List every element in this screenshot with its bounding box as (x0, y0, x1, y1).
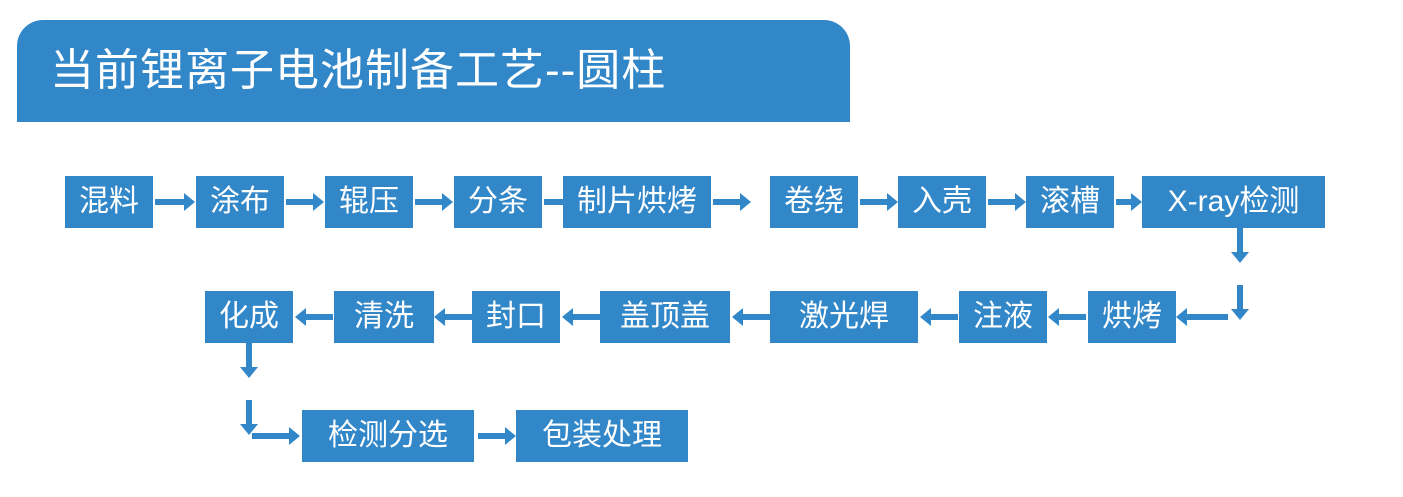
process-node-jiguanghan[interactable]: 激光焊 (770, 291, 918, 343)
process-node-xray-inspection[interactable]: X-ray检测 (1142, 176, 1325, 228)
connector-juanrao-ruke (860, 193, 898, 211)
process-node-zhuye[interactable]: 注液 (959, 291, 1047, 343)
process-node-tubu[interactable]: 涂布 (196, 176, 284, 228)
connector-huacheng-qingxi (295, 308, 333, 326)
process-node-zhipianhongkao[interactable]: 制片烘烤 (563, 176, 711, 228)
connector-jiguanghan-zhuye (920, 308, 958, 326)
connector-tubu-gunya (286, 193, 324, 211)
connector-gaidinggai-jiguanghan (732, 308, 770, 326)
connector-huacheng-jianceFenxuan-segment-1 (240, 343, 258, 378)
process-node-fengkou[interactable]: 封口 (472, 291, 560, 343)
page-title: 当前锂离子电池制备工艺--圆柱 (50, 46, 667, 95)
process-node-gunya[interactable]: 辊压 (325, 176, 413, 228)
connector-jianceFenxuan-baozhuang (478, 427, 516, 445)
connector-xray-hongkao-segment-1 (1231, 228, 1249, 263)
process-node-juanrao[interactable]: 卷绕 (770, 176, 858, 228)
connector-xray-hongkao-segment-2 (1231, 285, 1249, 320)
connector-huacheng-jianceFenxuan-elbow (252, 427, 300, 445)
process-node-fentiao[interactable]: 分条 (454, 176, 542, 228)
connector-ruke-guncao (988, 193, 1026, 211)
process-node-ruke[interactable]: 入壳 (898, 176, 986, 228)
connector-zhipianhongkao-juanrao (713, 193, 751, 211)
process-node-baozhuang-chuli[interactable]: 包装处理 (516, 410, 688, 462)
process-node-huacheng[interactable]: 化成 (205, 291, 293, 343)
process-node-hunliao[interactable]: 混料 (65, 176, 153, 228)
process-node-hongkao[interactable]: 烘烤 (1088, 291, 1176, 343)
connector-fengkou-gaidinggai (562, 308, 600, 326)
connector-hongkao-feed (1176, 308, 1228, 326)
connector-guncao-xray (1116, 193, 1142, 211)
process-node-gaidinggai[interactable]: 盖顶盖 (600, 291, 730, 343)
process-node-qingxi[interactable]: 清洗 (334, 291, 434, 343)
connector-qingxi-fengkou (434, 308, 472, 326)
process-node-guncao[interactable]: 滚槽 (1026, 176, 1114, 228)
connector-zhuye-hongkao (1048, 308, 1086, 326)
connector-gunya-fentiao (415, 193, 453, 211)
connector-huacheng-jianceFenxuan-segment-2 (240, 400, 258, 435)
connector-hunliao-tubu (155, 193, 195, 211)
title-banner: 当前锂离子电池制备工艺--圆柱 (17, 20, 850, 122)
process-node-jiance-fenxuan[interactable]: 检测分选 (302, 410, 474, 462)
